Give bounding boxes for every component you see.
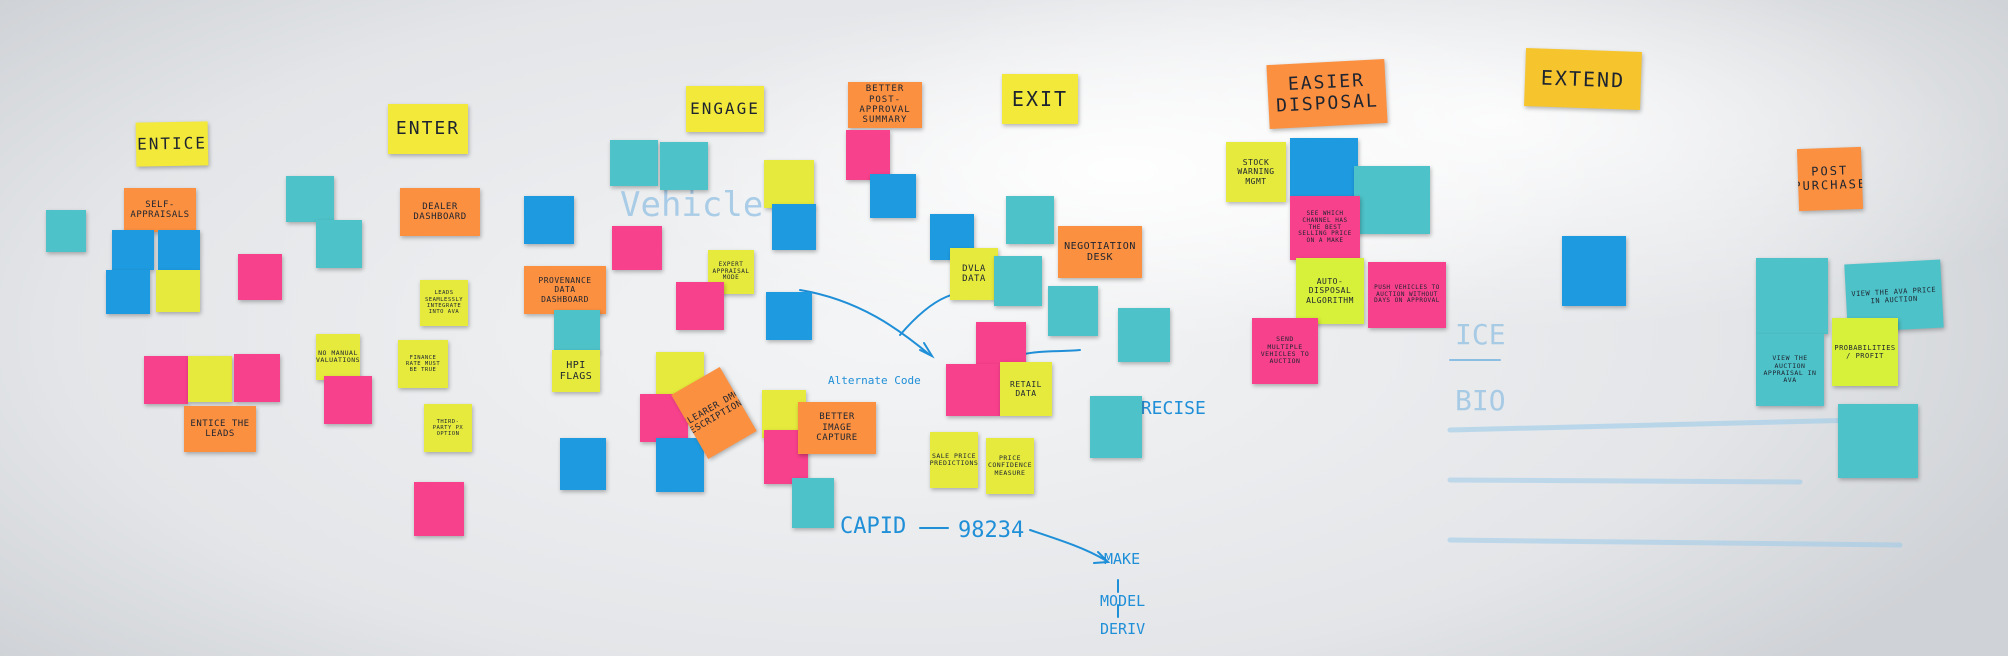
- ink-capid: CAPID: [840, 514, 907, 539]
- sticky-note: [772, 204, 816, 250]
- note-self-appraisals: SELF-APPRAISALS: [124, 188, 196, 232]
- heading-extend: EXTEND: [1524, 47, 1642, 111]
- note-no-manual-valuations: NO MANUAL VALUATIONS: [316, 334, 360, 380]
- ink-ice: ICE: [1455, 318, 1506, 351]
- sticky-note: [764, 160, 814, 208]
- note-view-auction-appraisal: VIEW THE AUCTION APPRAISAL IN AVA: [1756, 334, 1824, 406]
- heading-easier-disposal: EASIER DISPOSAL: [1266, 58, 1388, 130]
- sticky-note: [870, 174, 916, 218]
- sticky-note: [676, 282, 724, 330]
- note-auto-disposal: AUTO-DISPOSAL ALGORITHM: [1296, 258, 1364, 324]
- note-push-vehicles: PUSH VEHICLES TO AUCTION WITHOUT DAYS ON…: [1368, 262, 1446, 328]
- sticky-note: [46, 210, 86, 252]
- ink-bio: BIO: [1455, 384, 1506, 417]
- sticky-note: [158, 230, 200, 270]
- note-see-channel: SEE WHICH CHANNEL HAS THE BEST SELLING P…: [1290, 196, 1360, 260]
- sticky-note: [660, 142, 708, 190]
- ink-vehicle: Vehicle: [620, 185, 764, 225]
- note-dvla-data: DVLA DATA: [950, 248, 998, 300]
- ink-deriv: DERIV: [1100, 620, 1146, 638]
- note-dealer-dashboard: DEALER DASHBOARD: [400, 188, 480, 236]
- arrow-line-1: [799, 289, 931, 356]
- sticky-note: [1290, 138, 1358, 200]
- sticky-note: [144, 356, 188, 404]
- ink-model: MODEL: [1100, 592, 1146, 610]
- sticky-note: [946, 364, 1000, 416]
- sticky-note: [106, 270, 150, 314]
- capid-arrow-head: [1093, 551, 1111, 564]
- note-probabilities-profit: PROBABILITIES / PROFIT: [1832, 318, 1898, 386]
- note-finance-rate: FINANCE RATE MUST BE TRUE: [398, 340, 448, 388]
- note-price-confidence: PRICE CONFIDENCE MEASURE: [986, 438, 1034, 494]
- heading-post-purchase: POST PURCHASE: [1796, 146, 1864, 212]
- sticky-note: [656, 438, 704, 492]
- heading-engage: ENGAGE: [686, 86, 764, 132]
- sticky-note: [234, 354, 280, 402]
- note-better-image-capture: BETTER IMAGE CAPTURE: [798, 402, 876, 454]
- note-send-multiple: SEND MULTIPLE VEHICLES TO AUCTION: [1252, 318, 1318, 384]
- ink-alternate-code: Alternate Code: [828, 374, 921, 387]
- sticky-note: [610, 140, 658, 186]
- sticky-note: [1354, 166, 1430, 234]
- sticky-note: [524, 196, 574, 244]
- sticky-note: [414, 482, 464, 536]
- sticky-note: [188, 356, 232, 402]
- sticky-note: [1118, 308, 1170, 362]
- capid-arrow: [1029, 529, 1106, 561]
- note-sale-price-predictions: SALE PRICE PREDICTIONS: [930, 432, 978, 488]
- note-negotiation-desk: NEGOTIATION DESK: [1058, 226, 1142, 278]
- sticky-note: [994, 256, 1042, 306]
- heading-better-post-approval: BETTER POST-APPROVAL SUMMARY: [848, 82, 922, 128]
- sticky-note: [112, 230, 154, 270]
- arrow-head-1: [919, 342, 935, 359]
- note-hpi-flags: HPI FLAGS: [552, 350, 600, 392]
- sticky-note: [976, 322, 1026, 364]
- sticky-note: [324, 376, 372, 424]
- note-provenance-dashboard: PROVENANCE DATA DASHBOARD: [524, 266, 606, 314]
- heading-entice: ENTICE: [135, 121, 209, 167]
- note-stock-warning: STOCK WARNING MGMT: [1226, 142, 1286, 202]
- sticky-note: [560, 438, 606, 490]
- sticky-note: [846, 130, 890, 180]
- sticky-note: [1048, 286, 1098, 336]
- note-entice-the-leads: ENTICE THE LEADS: [184, 406, 256, 452]
- sticky-note: [316, 220, 362, 268]
- note-retail-data: RETAIL DATA: [1000, 362, 1052, 416]
- ink-make: MAKE: [1104, 550, 1141, 568]
- ink-capid-value: 98234: [958, 518, 1025, 543]
- ink-precise: PRECISE: [1130, 398, 1206, 419]
- sticky-note: [238, 254, 282, 300]
- sticky-note: [1090, 396, 1142, 458]
- sticky-note: [766, 292, 812, 340]
- note-leads-seamlessly: LEADS SEAMLESSLY INTEGRATE INTO AVA: [420, 280, 468, 326]
- sticky-note: [286, 176, 334, 222]
- note-third-party-px: THIRD-PARTY PX OPTION: [424, 404, 472, 452]
- sticky-note: [156, 270, 200, 312]
- sticky-note: [612, 226, 662, 270]
- sticky-note: [1838, 404, 1918, 478]
- heading-enter: ENTER: [388, 104, 468, 154]
- sticky-note: [554, 310, 600, 352]
- sticky-note: [1562, 236, 1626, 306]
- heading-exit: EXIT: [1002, 74, 1078, 124]
- sticky-note: [1756, 258, 1828, 334]
- sticky-note: [792, 478, 834, 528]
- sticky-note: [1006, 196, 1054, 244]
